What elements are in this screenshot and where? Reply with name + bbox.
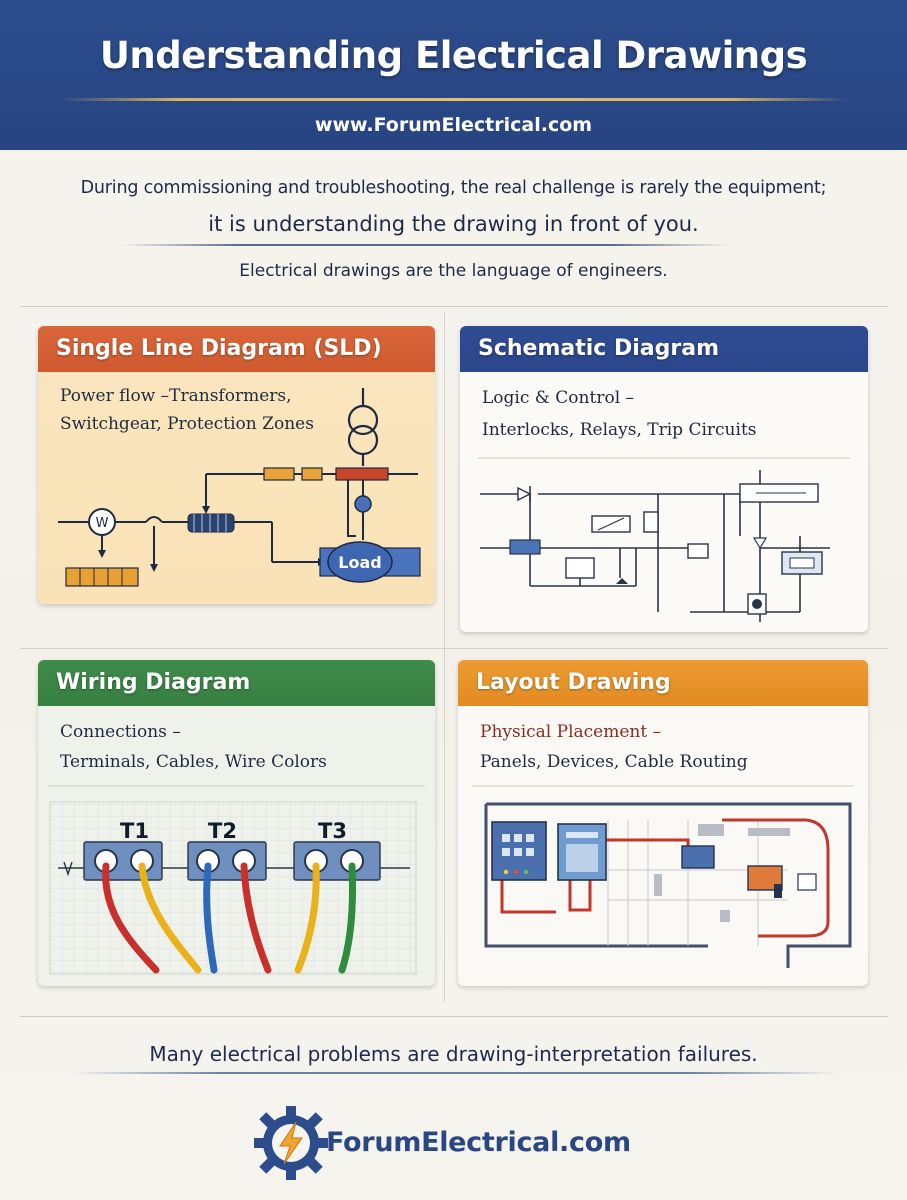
gear-lightning-logo-icon: [254, 1106, 328, 1180]
panel-sub-sld-1: Power flow –Transformers,: [60, 386, 292, 406]
panel-sub-wiring-1: Connections –: [60, 722, 181, 742]
terminal-strip-icon: [65, 567, 139, 587]
terminal-label-t3: T3: [318, 819, 347, 843]
panel-wiring-diagram: Wiring Diagram Connections – Terminals, …: [38, 660, 435, 986]
intro-underline: [120, 244, 730, 246]
footer-divider: [20, 1016, 888, 1017]
panel-title-schematic: Schematic Diagram: [460, 326, 868, 372]
panel-sub-schematic-1: Logic & Control –: [482, 388, 635, 408]
header-url[interactable]: www.ForumElectrical.com: [314, 114, 593, 136]
panel-sub-schematic-2: Interlocks, Relays, Trip Circuits: [482, 420, 757, 440]
sensor-icon: [774, 884, 782, 898]
resistor-icon: [509, 539, 541, 555]
grid-divider-horizontal: [20, 648, 888, 649]
section-divider: [20, 306, 888, 307]
panel-sub-layout-2: Panels, Devices, Cable Routing: [480, 752, 748, 772]
panel-sub-wiring-2: Terminals, Cables, Wire Colors: [60, 752, 327, 772]
panel-title-sld: Single Line Diagram (SLD): [38, 326, 435, 372]
footer-underline: [70, 1072, 840, 1074]
ct-icon: [354, 495, 372, 513]
intro-line-1: During commissioning and troubleshooting…: [80, 178, 827, 198]
panel-layout-drawing: Layout Drawing Physical Placement – Pane…: [458, 660, 868, 986]
layout-illustration: [472, 785, 854, 968]
wiring-illustration: T1 T2 T3: [48, 785, 425, 975]
panel-title-layout: Layout Drawing: [458, 660, 868, 706]
sld-illustration: W Load: [58, 388, 421, 587]
panel-sub-layout-1: Physical Placement –: [480, 722, 662, 742]
grid-divider-vertical: [444, 312, 445, 1002]
breaker-icon: [301, 467, 323, 481]
wire-green: [338, 862, 357, 974]
panel-sub-sld-2: Switchgear, Protection Zones: [60, 414, 314, 434]
wire-red: [102, 862, 160, 974]
panel-title-wiring: Wiring Diagram: [38, 660, 435, 706]
load-icon: Load: [319, 541, 421, 583]
load-label: Load: [338, 553, 381, 572]
wire-yellow: [294, 862, 320, 974]
page-title: Understanding Electrical Drawings: [99, 34, 808, 77]
meter-label: W: [96, 516, 109, 531]
wire-red: [240, 862, 272, 974]
wire-yellow: [138, 862, 202, 974]
transformer-icon: [347, 388, 379, 466]
panel-single-line-diagram: Single Line Diagram (SLD) Power flow –Tr…: [38, 326, 435, 604]
header-gold-rule: [60, 98, 850, 101]
inductor-icon: [187, 513, 235, 533]
wire-blue: [203, 862, 218, 974]
terminal-label-t1: T1: [120, 819, 149, 843]
control-cabinet-icon: [557, 823, 607, 881]
device-box-icon: [681, 845, 715, 869]
terminal-label-t2: T2: [208, 819, 237, 843]
contact-box-icon: [565, 557, 595, 579]
header-banner: Understanding Electrical Drawings www.Fo…: [0, 0, 907, 150]
brand-name[interactable]: ForumElectrical.com: [326, 1127, 631, 1158]
intro-line-2: it is understanding the drawing in front…: [208, 212, 699, 236]
intro-line-3: Electrical drawings are the language of …: [239, 261, 668, 281]
footer-statement: Many electrical problems are drawing-int…: [149, 1042, 758, 1066]
breaker-icon: [263, 467, 295, 481]
mcc-panel-icon: [491, 821, 547, 881]
busbar-icon: [335, 467, 389, 481]
schematic-illustration: [478, 457, 850, 622]
panel-schematic-diagram: Schematic Diagram Logic & Control – Inte…: [460, 326, 868, 632]
